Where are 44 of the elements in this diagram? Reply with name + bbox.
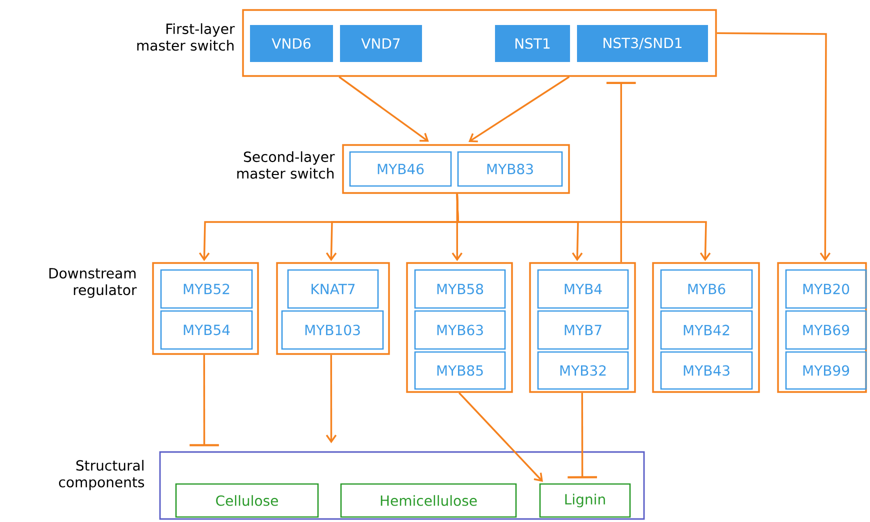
gene-box: MYB63 [414,310,506,350]
gene-box: MYB69 [785,310,867,350]
arrow [326,354,337,444]
group-box [652,262,760,393]
layer-label: Second-layer master switch [237,151,335,179]
arrow [606,82,636,262]
gene-box: MYB20 [785,269,867,309]
gene-box: MYB103 [281,310,384,350]
gene-box: MYB83 [457,151,563,187]
arrow [468,76,570,142]
component-box: Hemicellulose [340,483,517,518]
group-box [406,262,513,393]
layer-label: Downstream regulator [49,268,137,298]
gene-box: MYB85 [414,351,506,390]
arrow [458,392,543,482]
gene-box: MYB99 [785,351,867,390]
layer-label: Structural components [59,460,144,490]
group-box [777,262,867,393]
gene-box: MYB6 [660,269,753,309]
gene-box: MYB42 [660,310,753,350]
arrow [568,392,597,478]
gene-box: MYB46 [349,151,452,187]
gene-box: VND7 [340,25,422,62]
arrow [716,32,831,262]
gene-box: MYB43 [660,351,753,390]
gene-box: MYB54 [160,310,253,350]
gene-box: VND6 [250,25,333,62]
arrow [456,194,711,262]
gene-box: NST1 [495,25,570,62]
layer-label: First-layer master switch [137,23,235,51]
component-box: Cellulose [175,483,319,518]
gene-box: KNAT7 [287,269,379,309]
group-box [152,262,259,355]
gene-box: MYB7 [537,310,629,350]
arrow [338,76,429,142]
arrow [190,354,219,446]
group-box [276,262,390,355]
component-box: Lignin [539,483,631,518]
gene-box: MYB58 [414,269,506,309]
gene-box: MYB32 [537,351,629,390]
gene-box: MYB52 [160,269,253,309]
gene-box: NST3/SND1 [577,25,708,62]
gene-box: MYB4 [537,269,629,309]
group-box [529,262,636,393]
